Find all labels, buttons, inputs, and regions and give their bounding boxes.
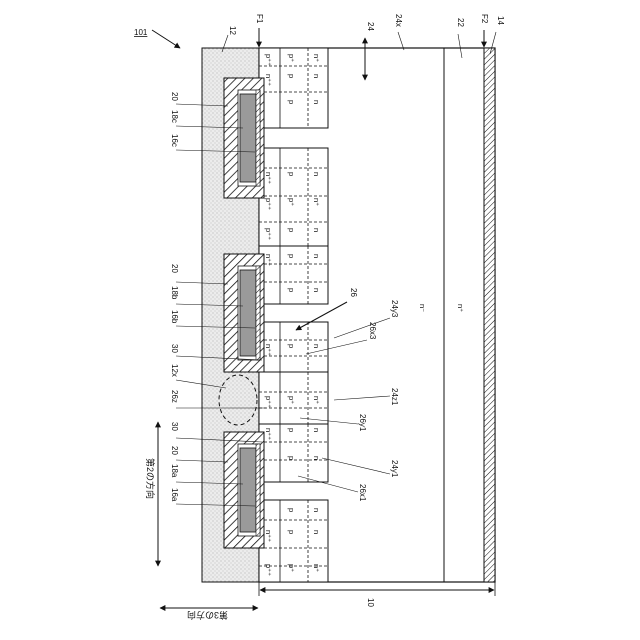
label-18b: 18b (170, 286, 179, 300)
label-20-c: 20 (170, 92, 179, 101)
electrode-14 (484, 48, 495, 582)
label-second-direction: 第2の方向 (145, 458, 156, 499)
label-26y1: 26y1 (358, 414, 367, 432)
gate-b-insulator-16 (256, 266, 260, 360)
doping-emitter: n⁺⁺ (264, 428, 273, 440)
gate-a-insulator-16 (256, 444, 260, 536)
doping-emitter: n⁺⁺ (264, 172, 273, 184)
label-24y1: 24y1 (390, 460, 399, 478)
label-f2: F2 (480, 14, 489, 24)
doping-drift: n (312, 254, 321, 258)
doping-base: p⁺ (287, 564, 296, 572)
label-26: 26 (349, 288, 358, 297)
doping-emitter: p⁺⁺ (264, 228, 273, 240)
label-24: 24 (366, 22, 375, 31)
label-18c: 18c (170, 110, 179, 123)
label-10: 10 (366, 598, 375, 607)
label-third-direction: 第3の方向 (187, 610, 228, 621)
label-16a: 16a (170, 488, 179, 502)
label-26z: 26z (170, 390, 179, 403)
gate-a-gate-18 (240, 448, 256, 532)
doping-drift: n (312, 428, 321, 432)
doping-base: p (287, 254, 296, 258)
label-24y3: 24y3 (390, 300, 399, 318)
doping-base: p (287, 456, 296, 460)
gate-b-gate-18 (240, 270, 256, 356)
label-n-plus-22: n⁺ (456, 304, 465, 312)
doping-drift: n (312, 456, 321, 460)
doping-drift: n (312, 530, 321, 534)
doping-emitter: p⁺⁺ (264, 396, 273, 408)
doping-base: p (287, 288, 296, 292)
doping-base: p (287, 428, 296, 432)
doping-base: p (287, 172, 296, 176)
label-20-a: 20 (170, 446, 179, 455)
arrow-icon (152, 30, 180, 48)
doping-emitter: n⁺⁺ (264, 74, 273, 86)
doping-base: p (287, 530, 296, 534)
gate-c-insulator-16 (256, 90, 260, 186)
label-16b: 16b (170, 310, 179, 324)
doping-base: p (287, 228, 296, 232)
doping-drift: n (312, 288, 321, 292)
label-30-b: 30 (170, 344, 179, 353)
label-24x: 24x (394, 14, 403, 27)
trench-gates (224, 78, 264, 548)
doping-drift: n (312, 74, 321, 78)
label-22: 22 (456, 18, 465, 27)
doping-drift: n⁺ (312, 564, 321, 572)
doping-drift: n (312, 228, 321, 232)
doping-drift: n⁺ (312, 54, 321, 62)
doping-drift: n⁺ (312, 198, 321, 206)
doping-emitter: p⁺⁺ (264, 564, 273, 576)
doping-emitter: p⁺⁺ (264, 198, 273, 210)
doping-drift: n (312, 100, 321, 104)
label-20-b: 20 (170, 264, 179, 273)
label-12: 12 (228, 26, 237, 35)
doping-base: p⁺ (287, 396, 296, 404)
gate-c-gate-18 (240, 94, 256, 182)
doping-base: p⁺ (287, 54, 296, 62)
doping-emitter: p⁺⁺ (264, 54, 273, 66)
label-26x3: 26x3 (368, 322, 377, 340)
doping-emitter: n⁺⁺ (264, 530, 273, 542)
doping-base: p (287, 74, 296, 78)
label-18a: 18a (170, 464, 179, 478)
doping-drift: n (312, 508, 321, 512)
label-16c: 16c (170, 134, 179, 147)
label-14: 14 (496, 16, 505, 25)
label-26x1: 26x1 (358, 484, 367, 502)
doping-base: p (287, 508, 296, 512)
doping-base: p⁺ (287, 198, 296, 206)
label-30-a: 30 (170, 422, 179, 431)
label-12x: 12x (170, 364, 179, 377)
doping-drift: n (312, 344, 321, 348)
doping-base: p (287, 344, 296, 348)
label-24z1: 24z1 (390, 388, 399, 406)
doping-drift: n (312, 172, 321, 176)
doping-emitter: n⁺⁺ (264, 254, 273, 266)
doping-base: p (287, 100, 296, 104)
label-n-minus: n⁻ (418, 304, 427, 312)
leader-24x (398, 32, 404, 50)
label-f1: F1 (255, 14, 264, 24)
figure-number: 101 (134, 28, 148, 37)
doping-drift: n⁺ (312, 396, 321, 404)
doping-emitter: n⁺⁺ (264, 344, 273, 356)
